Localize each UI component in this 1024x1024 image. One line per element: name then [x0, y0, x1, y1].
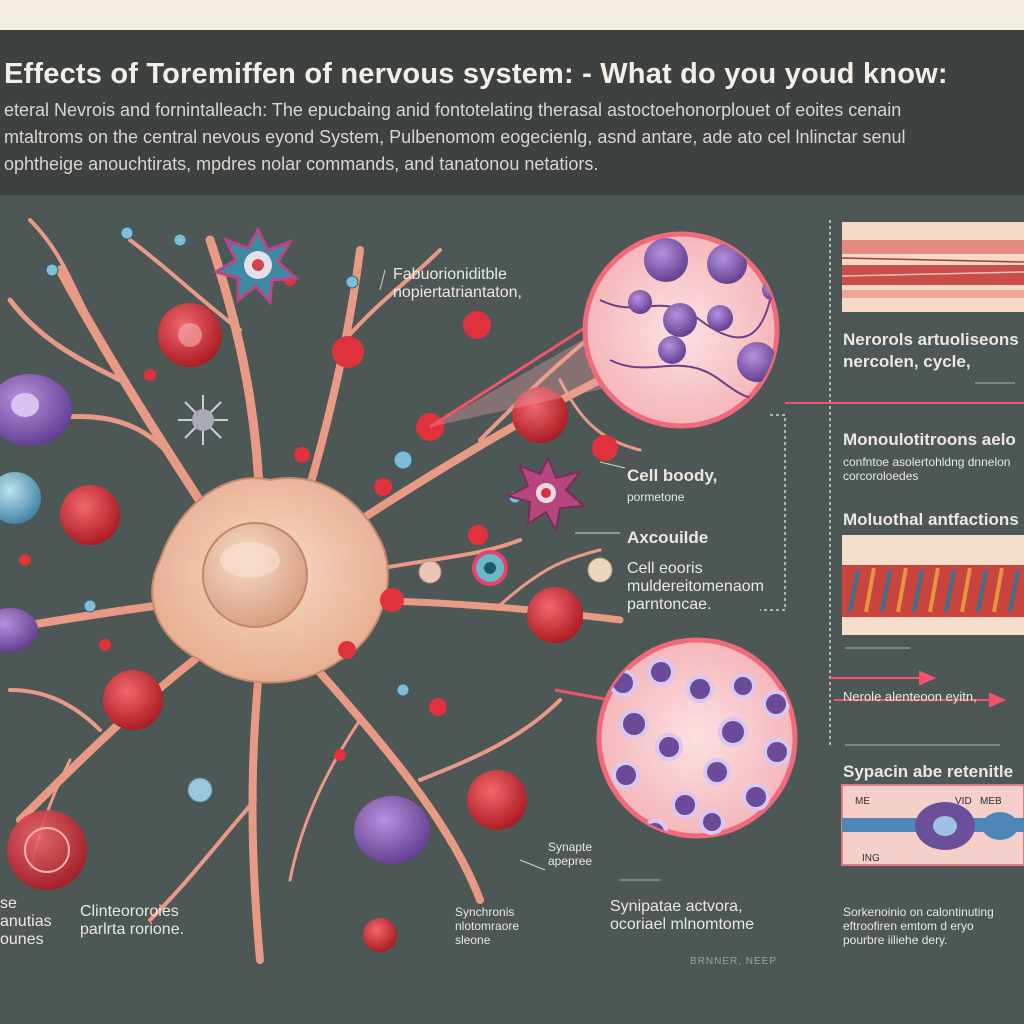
label-underlines [620, 382, 1015, 881]
label-synapse-small: Synapte apepree [548, 840, 593, 868]
header-band [0, 30, 1024, 195]
intro-line-1: eteral Nevrois and fornintalleach: The e… [4, 100, 902, 120]
connector-arrows [785, 402, 1024, 708]
page-title: Effects of Toremiffen of nervous system:… [4, 58, 948, 90]
label-cell-secrets: Cell eooris muldereitomenaom parntoncae. [627, 560, 764, 613]
label-clinic: Clinteororoies parlrta rorione. [80, 903, 185, 938]
star-cell-top [212, 226, 300, 306]
panel-4-title: Nerole alenteoon eyitn, [843, 689, 977, 704]
branching-cell [187, 550, 613, 803]
tissue-panel-middle [842, 535, 1024, 635]
blue-cell-left [0, 472, 41, 524]
pointer-lines [379, 269, 626, 871]
panel-2-sub: confntoe asolertohldng dnnelon corcorolo… [843, 455, 1011, 483]
star-cell-small [178, 395, 228, 445]
star-cell-center [505, 455, 587, 533]
panel-3-title: Moluothal antfactions [843, 510, 1019, 529]
footer-credit: BRNNER, NEEP [690, 956, 778, 967]
label-synchronis: Synchronis nlotomraore sleone [455, 905, 520, 947]
label-left-edge: se anutias ounes [0, 895, 52, 948]
tissue-panel-top [841, 222, 1024, 312]
label-synaptic-actors: Synipatae actvora, ocoriael mlnomtome [610, 898, 755, 933]
intro-line-2: mtaltroms on the central nevous eyond Sy… [4, 127, 906, 147]
red-cell-clusters [7, 303, 583, 952]
panel-1-sub: nercolen, cycle, [843, 352, 971, 371]
label-axon: Axcouilde [627, 528, 709, 547]
panel-2-title: Monoulotitroons aelo [843, 430, 1016, 449]
bottom-panel-tag-2: ING [862, 853, 880, 864]
bracket-lines [760, 220, 831, 745]
bottom-panel-tag-1: ME [855, 796, 870, 807]
panel-5-title: Sypacin abe retenitle [843, 762, 1014, 781]
panel-1-title: Nerorols artuoliseons [843, 330, 1019, 349]
closing-note: Sorkenoinio on calontinuting eftroofiren… [843, 905, 994, 947]
synapse-panel-bottom [841, 784, 1024, 866]
label-cell-body-sub: pormetone [627, 490, 685, 504]
bottom-panel-tag-3: VID [955, 796, 972, 807]
intro-line-3: ophtheige anouchtirats, mpdres nolar com… [4, 154, 599, 174]
label-fabuor: Fabuorioniditble nopiertatriantaton, [393, 266, 522, 301]
lens-top-pointer [430, 330, 620, 427]
label-cell-body: Cell boody, [627, 466, 718, 485]
lens-top-cells [599, 238, 777, 400]
purple-cells-left [0, 374, 430, 864]
lens-bottom-cells [609, 658, 791, 836]
bottom-panel-tag-4: MEB [980, 796, 1002, 807]
